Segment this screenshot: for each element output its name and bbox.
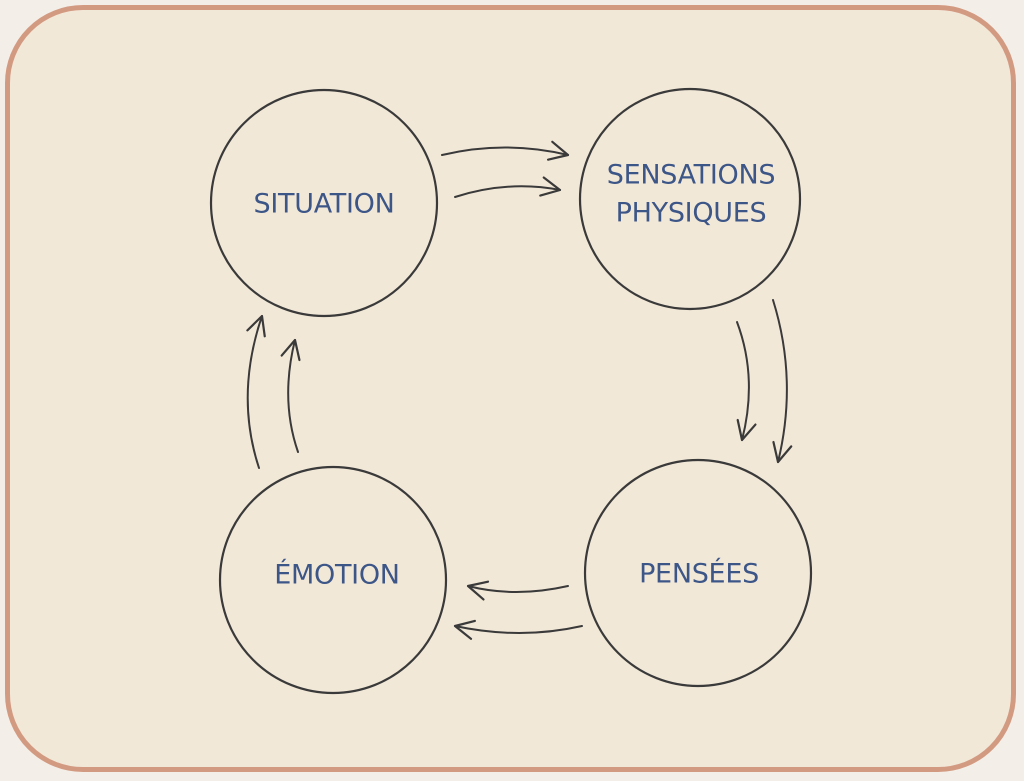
node-situation-circle (209, 88, 439, 318)
node-sensations-label-line2: PHYSIQUES (616, 198, 767, 229)
arrows-sensations-to-pensees (736, 299, 793, 464)
arrow-up-outer (246, 314, 266, 469)
node-sensations-physiques: SENSATIONS PHYSIQUES (578, 87, 802, 311)
node-sensations-label-line1: SENSATIONS (607, 160, 775, 191)
arrow-up-inner (280, 338, 301, 453)
arrow-right-upper (441, 140, 570, 161)
node-situation: SITUATION (209, 88, 439, 318)
arrow-right-lower (454, 176, 562, 198)
arrows-pensees-to-emotion (453, 580, 583, 640)
arrow-left-lower (453, 619, 583, 640)
arrows-situation-to-sensations (441, 140, 570, 198)
node-pensees-circle (583, 458, 813, 688)
arrow-down-outer (772, 299, 793, 464)
arrow-left-upper (466, 580, 569, 601)
node-emotion-circle (218, 465, 448, 695)
arrows-emotion-to-situation (246, 314, 301, 469)
node-pensees-label: PENSÉES (639, 558, 759, 590)
node-emotion: ÉMOTION (218, 465, 448, 695)
node-sensations-circle (578, 87, 802, 311)
node-emotion-label: ÉMOTION (274, 559, 399, 591)
node-situation-label: SITUATION (254, 189, 395, 220)
arrow-down-inner (736, 321, 757, 442)
diagram-frame (5, 5, 1016, 772)
node-pensees: PENSÉES (583, 458, 813, 688)
